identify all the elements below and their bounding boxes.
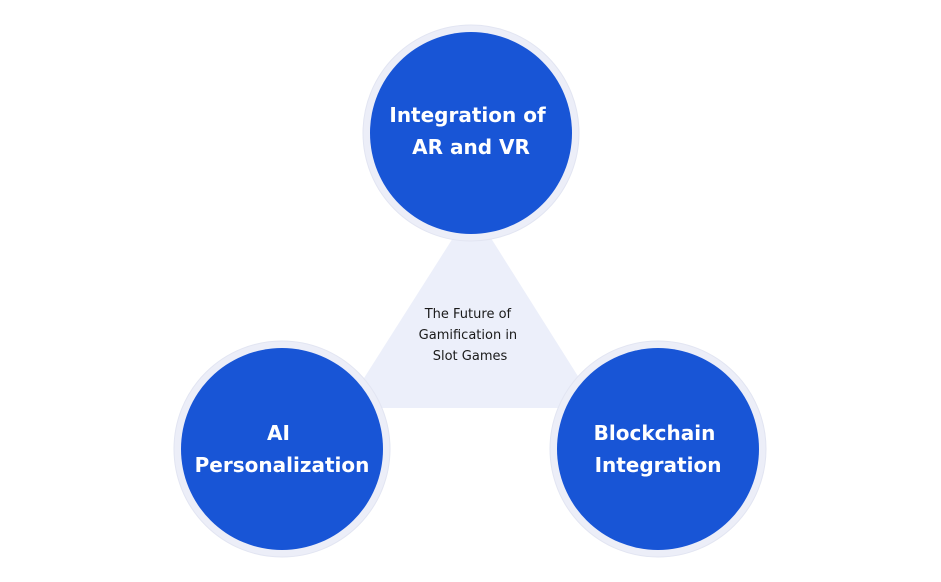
node-blockchain-label-line: Integration — [595, 453, 722, 477]
node-blockchain: Blockchain Integration — [549, 340, 767, 558]
node-ar-vr-label-line: AR and VR — [412, 135, 530, 159]
center-label-line: Gamification in — [419, 328, 518, 343]
node-ar-vr-circle — [370, 32, 572, 234]
node-ai-personalization-label: AI Personalization — [195, 421, 370, 477]
node-ar-vr: Integration of AR and VR — [362, 24, 580, 242]
node-ai-personalization-label-line: AI — [267, 421, 290, 445]
node-blockchain-circle — [557, 348, 759, 550]
node-ai-personalization-circle — [181, 348, 383, 550]
node-blockchain-label-line: Blockchain — [594, 421, 716, 445]
node-ai-personalization: AI Personalization — [173, 340, 391, 558]
node-ar-vr-label: Integration of AR and VR — [389, 103, 552, 159]
node-ar-vr-label-line: Integration of — [389, 103, 546, 127]
node-blockchain-label: Blockchain Integration — [594, 421, 723, 477]
center-label-line: The Future of — [424, 307, 512, 322]
center-label: The Future of Gamification in Slot Games — [419, 307, 522, 364]
center-label-line: Slot Games — [433, 349, 508, 364]
center-triangle — [345, 208, 598, 408]
node-ai-personalization-label-line: Personalization — [195, 453, 370, 477]
